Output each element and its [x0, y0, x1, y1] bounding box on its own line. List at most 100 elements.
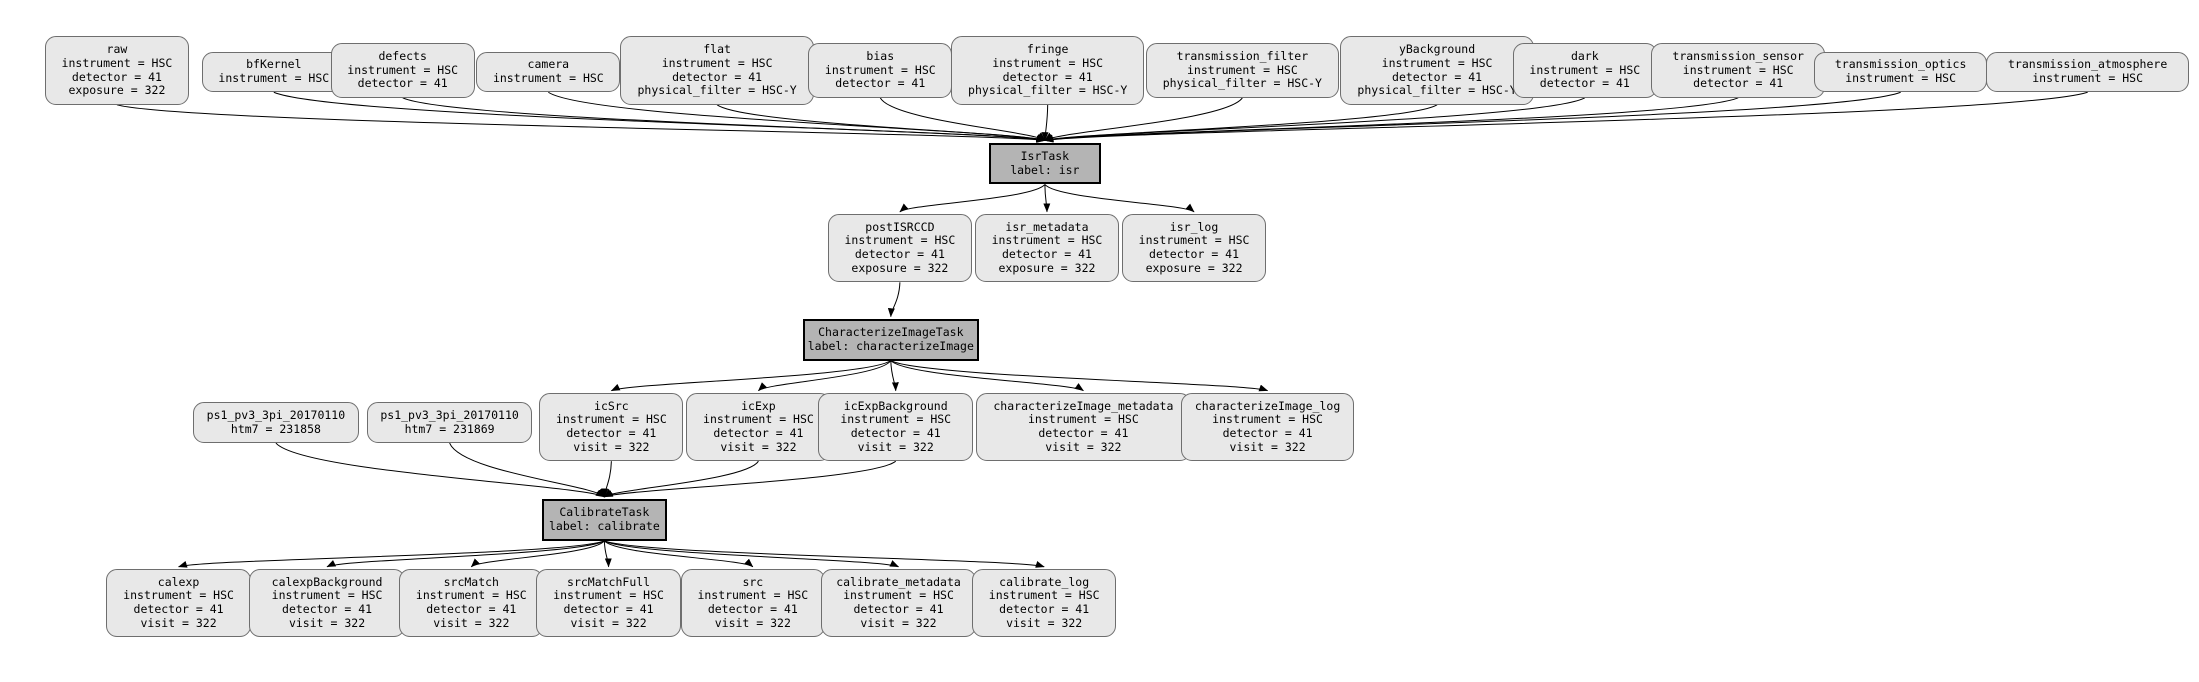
node-dimension: instrument = HSC — [824, 62, 936, 77]
node-dimension: instrument = HSC — [988, 588, 1100, 603]
node-dimension: detector = 41 — [835, 76, 926, 91]
node-dimension: detector = 41 — [1222, 425, 1313, 440]
node-dimension: detector = 41 — [357, 76, 448, 91]
node-dimension: detector = 41 — [71, 69, 162, 84]
node-dimension: detector = 41 — [1539, 76, 1630, 91]
node-dimension: instrument = HSC — [1186, 62, 1298, 77]
node-dimension: exposure = 322 — [68, 83, 166, 98]
node-title: isr_metadata — [1005, 219, 1089, 234]
node-dimension: htm7 = 231858 — [230, 421, 321, 436]
node-dimension: instrument = HSC — [1381, 56, 1493, 70]
node-dimension: detector = 41 — [1038, 425, 1129, 440]
edge-CalibrateTask-to-calexpBackground — [326, 540, 605, 568]
edge-CharacterizeImageTask-to-characterizeImage_log — [890, 360, 1269, 392]
node-dimension: detector = 41 — [672, 69, 763, 84]
node-title: transmission_filter — [1176, 49, 1309, 64]
node-title: transmission_sensor — [1672, 49, 1804, 64]
edge-IsrTask-to-isr_log — [1044, 184, 1195, 213]
node-dimension: instrument = HSC — [1682, 62, 1794, 77]
node-title: yBackground — [1398, 42, 1476, 57]
node-dimension: detector = 41 — [1392, 69, 1483, 84]
node-dimension: instrument = HSC — [1027, 412, 1139, 427]
node-title: characterizeImage_log — [1194, 398, 1341, 413]
node-dimension: detector = 41 — [426, 602, 517, 617]
node-dimension: visit = 322 — [857, 439, 934, 454]
node-dimension: label: isr — [1010, 162, 1080, 177]
node-dimension: instrument = HSC — [555, 412, 667, 427]
node-dimension: htm7 = 231869 — [404, 421, 495, 436]
node-dimension: detector = 41 — [566, 425, 657, 440]
node-dimension: visit = 322 — [570, 615, 647, 630]
node-dimension: label: characterizeImage — [807, 338, 974, 353]
edge-postISRCCD-to-CharacterizeImageTask — [887, 282, 901, 318]
node-dimension: detector = 41 — [282, 602, 373, 617]
node-title: CalibrateTask — [559, 505, 650, 520]
node-dimension: exposure = 322 — [998, 260, 1096, 275]
node-dimension: detector = 41 — [999, 602, 1090, 617]
node-dimension: label: calibrate — [548, 518, 660, 533]
node-title: src — [742, 574, 764, 589]
node-dimension: instrument = HSC — [347, 62, 459, 77]
edge-CalibrateTask-to-srcMatchFull — [603, 540, 612, 568]
node-dimension: visit = 322 — [720, 439, 797, 454]
node-title: isr_log — [1169, 219, 1219, 234]
node-dimension: detector = 41 — [563, 602, 654, 617]
node-title: ps1_pv3_3pi_20170110 — [206, 408, 346, 423]
node-dimension: detector = 41 — [1693, 76, 1784, 91]
node-dimension: instrument = HSC — [661, 56, 773, 70]
node-dimension: instrument = HSC — [271, 588, 383, 603]
edge-CharacterizeImageTask-to-characterizeImage_metadata — [890, 360, 1084, 392]
edge-CharacterizeImageTask-to-icSrc — [610, 360, 892, 392]
node-dimension: detector = 41 — [850, 425, 941, 440]
edge-transmission_atmosphere-to-IsrTask — [1044, 91, 2088, 143]
edge-CalibrateTask-to-calibrate_metadata — [604, 540, 900, 568]
node-dimension: visit = 322 — [860, 615, 937, 630]
node-title: calibrate_metadata — [836, 574, 961, 589]
node-dimension: physical_filter = HSC-Y — [637, 83, 797, 98]
node-title: IsrTask — [1020, 148, 1070, 163]
node-dimension: instrument = HSC — [1529, 62, 1641, 77]
node-dimension: visit = 322 — [433, 615, 510, 630]
node-title: icExpBackground — [843, 398, 948, 413]
node-dimension: detector = 41 — [853, 602, 944, 617]
node-dimension: instrument = HSC — [1212, 412, 1323, 427]
node-dimension: instrument = HSC — [2032, 70, 2144, 85]
node-dimension: physical_filter = HSC-Y — [968, 83, 1128, 98]
node-dimension: detector = 41 — [133, 602, 224, 617]
node-title: ps1_pv3_3pi_20170110 — [380, 408, 519, 423]
edge-CalibrateTask-to-calexp — [178, 540, 605, 568]
